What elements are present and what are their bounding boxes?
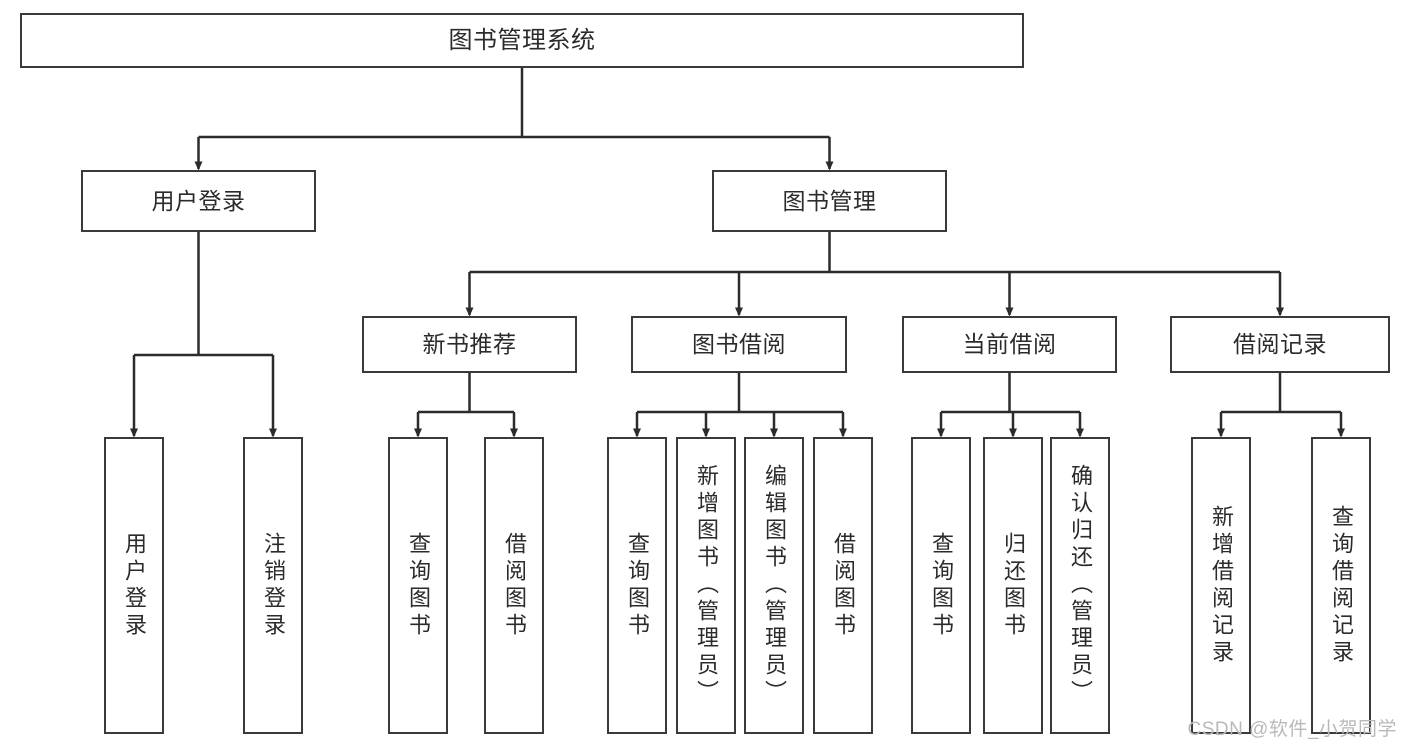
node-leaf-query-book-2[interactable]: 查询图书 (607, 437, 667, 734)
node-root-system[interactable]: 图书管理系统 (20, 13, 1024, 68)
node-leaf-add-book-admin[interactable]: 新增图书（管理员） (676, 437, 736, 734)
node-label: 查询图书 (625, 531, 650, 640)
node-label: 查询借阅记录 (1329, 504, 1354, 667)
node-leaf-confirm-return-admin[interactable]: 确认归还（管理员） (1050, 437, 1110, 734)
node-book-borrow[interactable]: 图书借阅 (631, 316, 847, 373)
node-label: 新书推荐 (422, 331, 517, 358)
node-leaf-query-book-3[interactable]: 查询图书 (911, 437, 971, 734)
node-leaf-add-borrow-record[interactable]: 新增借阅记录 (1191, 437, 1251, 734)
node-leaf-user-login[interactable]: 用户登录 (104, 437, 164, 734)
node-leaf-return-book[interactable]: 归还图书 (983, 437, 1043, 734)
node-label: 用户登录 (151, 187, 246, 214)
node-user-login[interactable]: 用户登录 (81, 170, 316, 232)
node-label: 用户登录 (122, 531, 147, 640)
node-label: 图书借阅 (692, 331, 786, 358)
node-label: 新增借阅记录 (1209, 504, 1234, 667)
node-label: 归还图书 (1001, 531, 1026, 640)
watermark-text: CSDN @软件_小贺同学 (1187, 719, 1397, 740)
node-label: 图书管理系统 (448, 26, 596, 54)
node-label: 借阅图书 (831, 531, 856, 640)
node-label: 注销登录 (261, 531, 286, 640)
node-borrow-record[interactable]: 借阅记录 (1170, 316, 1390, 373)
node-label: 图书管理 (782, 187, 877, 214)
node-current-borrow[interactable]: 当前借阅 (902, 316, 1117, 373)
node-new-book-recommend[interactable]: 新书推荐 (362, 316, 577, 373)
node-label: 查询图书 (406, 531, 431, 640)
node-leaf-edit-book-admin[interactable]: 编辑图书（管理员） (744, 437, 804, 734)
node-book-management[interactable]: 图书管理 (712, 170, 947, 232)
node-label: 借阅图书 (502, 531, 527, 640)
node-label: 借阅记录 (1233, 331, 1327, 358)
node-label: 新增图书（管理员） (694, 464, 719, 707)
node-leaf-query-book-1[interactable]: 查询图书 (388, 437, 448, 734)
node-label: 编辑图书（管理员） (762, 464, 787, 707)
node-leaf-borrow-book-1[interactable]: 借阅图书 (484, 437, 544, 734)
node-label: 确认归还（管理员） (1068, 464, 1093, 707)
node-leaf-user-logout[interactable]: 注销登录 (243, 437, 303, 734)
node-leaf-borrow-book-2[interactable]: 借阅图书 (813, 437, 873, 734)
node-label: 查询图书 (929, 531, 954, 640)
node-leaf-query-borrow-record[interactable]: 查询借阅记录 (1311, 437, 1371, 734)
node-label: 当前借阅 (962, 331, 1057, 358)
